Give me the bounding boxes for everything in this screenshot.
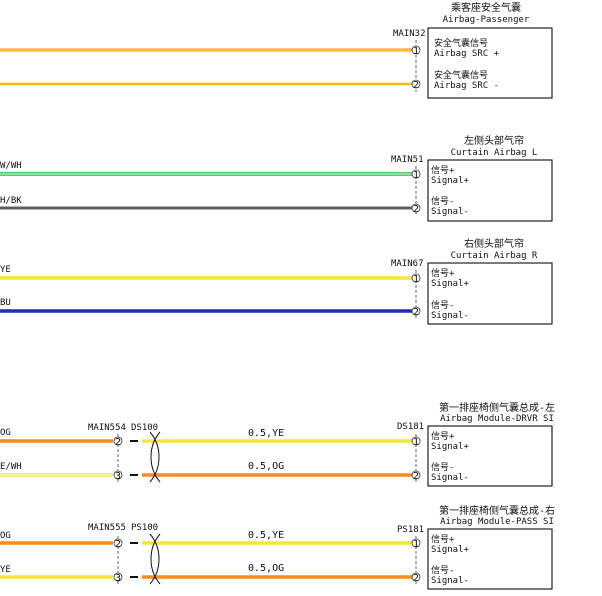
pin-label-cn: 信号- [431,299,454,311]
wire-label: W/WH [0,161,22,171]
pin-label-en: Signal- [431,207,469,217]
pin-circle [411,572,421,582]
connector-label: MAIN51 [391,155,424,165]
twist-symbol [150,431,161,483]
module-title-cn: 右侧头部气帘 [464,237,524,250]
pin-number: 1 [413,170,419,181]
connector-label: MAIN67 [391,259,424,269]
module-title-en: Curtain Airbag L [451,148,538,158]
pin-label-cn: 安全气囊信号 [434,37,488,49]
pin-number: 2 [413,80,419,91]
module-airbag-passenger: 乘客座安全气囊 Airbag-Passenger 安全气囊信号 Airbag S… [0,1,553,99]
pin-number: 2 [413,204,419,215]
pin-circle [411,538,421,548]
module-title-en: Curtain Airbag R [451,251,538,261]
pin-label-en: Signal+ [431,442,470,452]
module-title-cn: 第一排座椅侧气囊总成-左 [439,401,555,414]
module-box [427,159,553,222]
pin-label-cn: 信号+ [431,533,455,545]
module-title-cn: 左侧头部气帘 [464,134,524,147]
inline-connector-label: MAIN555 [88,523,126,533]
module-curtain-airbag-r: 右侧头部气帘 Curtain Airbag R 信号+ Signal+ 信号- … [0,237,553,325]
module-box [427,528,553,590]
pin-label-cn: 安全气囊信号 [434,69,488,81]
pin-number: 1 [413,46,419,57]
pin-label-en: Airbag SRC + [434,49,500,59]
module-airbag-pass-si: 第一排座椅侧气囊总成-右 Airbag Module-PASS SI 信号+ S… [0,504,555,590]
wire-label: YE [0,565,11,575]
wire-label: OG [0,531,11,541]
connector-label: PS181 [397,525,424,535]
pin-label-en: Signal+ [431,545,470,555]
module-title-en: Airbag Module-DRVR SI [440,414,554,424]
inline-connector-label: MAIN554 [88,423,126,433]
pin-circle [113,572,123,582]
pin-circle [411,470,421,480]
wire-label: E/WH [0,462,22,472]
module-box [427,425,553,487]
pin-label-cn: 信号+ [431,164,455,176]
pin-circle [113,436,123,446]
twist-symbol [150,533,161,585]
inline-connector-mate: DS100 [131,423,158,433]
pin-label-cn: 信号- [431,195,454,207]
module-box [427,262,553,325]
pin-label-cn: 信号- [431,461,454,473]
pin-number: 3 [115,471,121,482]
pin-label-en: Airbag SRC - [434,81,499,91]
pin-number: 3 [115,573,121,584]
module-curtain-airbag-l: 左侧头部气帘 Curtain Airbag L 信号+ Signal+ 信号- … [0,134,553,222]
module-title-en: Airbag Module-PASS SI [440,517,554,527]
pin-number: 1 [413,274,419,285]
pin-circle [113,538,123,548]
twist-symbol [149,533,160,585]
pin-circle [411,203,421,213]
wire-spec: 0.5,OG [248,461,284,472]
pin-label-en: Signal+ [431,176,470,186]
wire-label: H/BK [0,196,22,206]
pin-label-en: Signal- [431,576,469,586]
pin-label-cn: 信号+ [431,430,455,442]
module-title-cn: 第一排座椅侧气囊总成-右 [439,504,555,517]
connector-label: MAIN32 [393,29,426,39]
pin-number: 2 [413,573,419,584]
pin-number: 1 [413,539,419,550]
pin-number: 1 [413,437,419,448]
inline-connector-mate: PS100 [131,523,158,533]
module-box [427,27,553,99]
pin-number: 2 [115,437,121,448]
pin-label-en: Signal+ [431,279,470,289]
pin-number: 2 [413,471,419,482]
wire-label: BU [0,298,11,308]
pin-label-cn: 信号- [431,564,454,576]
wire-label: YE [0,265,11,275]
wire-spec: 0.5,OG [248,563,284,574]
pin-label-en: Signal- [431,311,469,321]
module-title-cn: 乘客座安全气囊 [451,1,521,14]
pin-circle [113,470,123,480]
pin-circle [411,169,421,179]
pin-label-en: Signal- [431,473,469,483]
pin-circle [411,273,421,283]
connector-label: DS181 [397,422,424,432]
twist-symbol [149,431,160,483]
wire-spec: 0.5,YE [248,530,284,541]
wire-label: OG [0,428,11,438]
pin-circle [411,436,421,446]
wire-spec: 0.5,YE [248,428,284,439]
pin-label-cn: 信号+ [431,267,455,279]
module-title-en: Airbag-Passenger [443,15,530,25]
pin-circle [411,45,421,55]
pin-number: 2 [413,307,419,318]
module-airbag-drvr-si: 第一排座椅侧气囊总成-左 Airbag Module-DRVR SI 信号+ S… [0,401,555,487]
pin-circle [411,306,421,316]
pin-circle [411,79,421,89]
pin-number: 2 [115,539,121,550]
